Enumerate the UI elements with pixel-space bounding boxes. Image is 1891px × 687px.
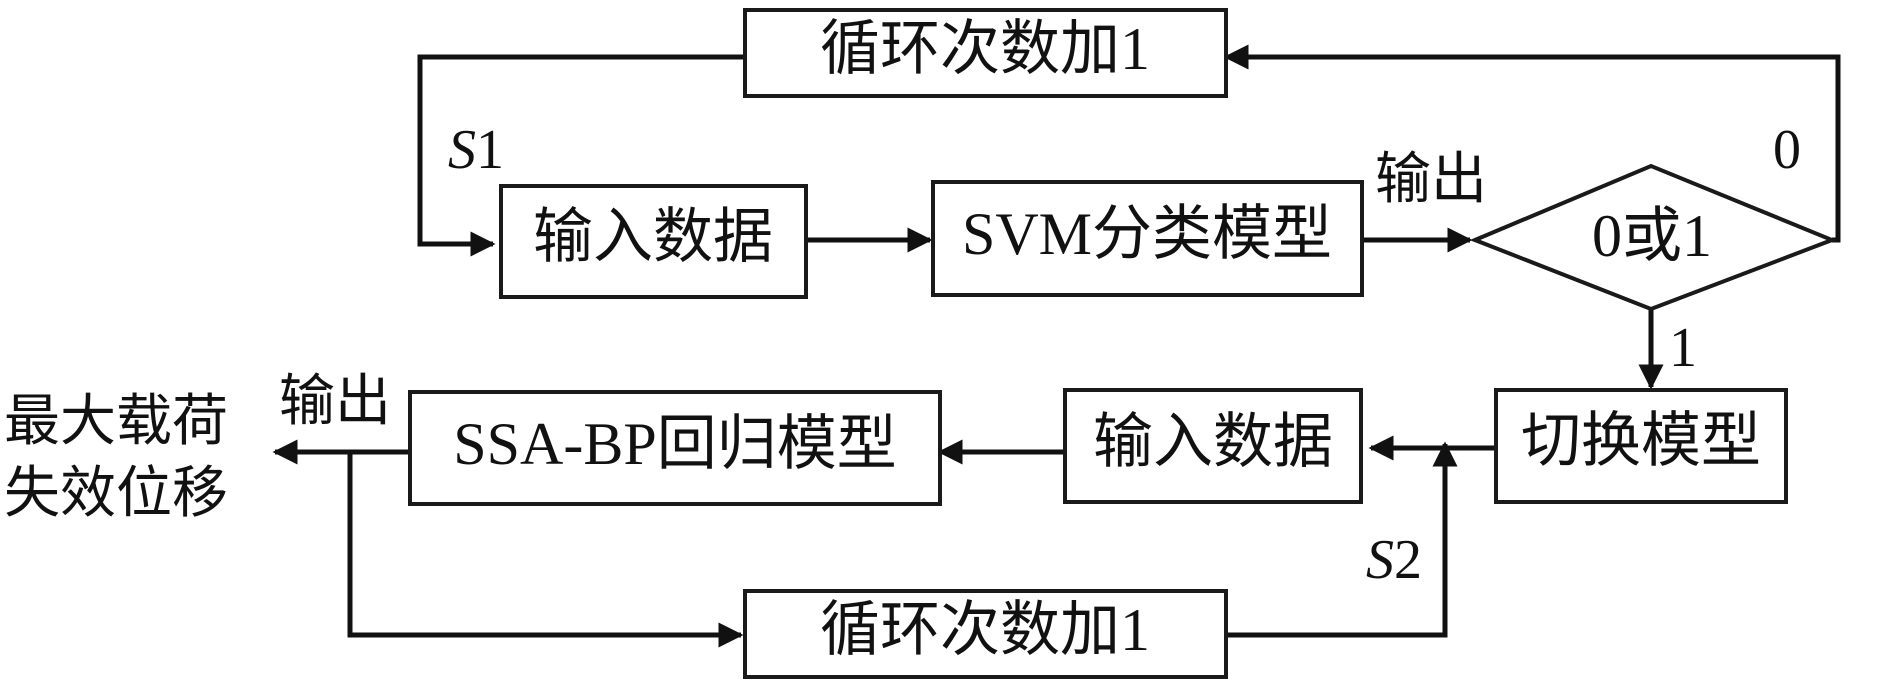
edge-loop-top-to-input bbox=[417, 54, 745, 257]
s2-number: 2 bbox=[1394, 529, 1422, 591]
svm-model-box: SVM分类模型 bbox=[931, 180, 1364, 297]
svm-model-label: SVM分类模型 bbox=[962, 201, 1332, 267]
zero-branch-label: 0 bbox=[1773, 119, 1801, 181]
input-data-top-box: 输入数据 bbox=[499, 184, 808, 299]
ssa-bp-model-box: SSA-BP回归模型 bbox=[408, 390, 942, 506]
switch-model-box: 切换模型 bbox=[1494, 388, 1788, 504]
result-line-1: 最大载荷 bbox=[4, 391, 228, 453]
s2-label: S2 bbox=[1366, 529, 1422, 591]
output-bottom-label: 输出 bbox=[279, 371, 391, 433]
input-data-bottom-box: 输入数据 bbox=[1063, 388, 1363, 504]
output-top-label: 输出 bbox=[1375, 149, 1487, 211]
edge-output-to-loop-bottom bbox=[347, 452, 744, 648]
input-data-bottom-label: 输入数据 bbox=[1093, 409, 1333, 475]
one-branch-label: 1 bbox=[1669, 317, 1697, 379]
s1-letter: S bbox=[448, 119, 476, 181]
s1-label: S1 bbox=[448, 119, 504, 181]
edge-loop-bottom-to-join bbox=[1226, 441, 1458, 638]
s1-number: 1 bbox=[476, 119, 504, 181]
loop-bottom-box: 循环次数加1 bbox=[743, 589, 1228, 679]
loop-top-label: 循环次数加1 bbox=[820, 16, 1150, 82]
ssa-bp-model-label: SSA-BP回归模型 bbox=[453, 411, 896, 477]
result-line-2: 失效位移 bbox=[4, 463, 228, 525]
switch-model-label: 切换模型 bbox=[1521, 408, 1761, 474]
decision-label: 0或1 bbox=[1592, 203, 1712, 269]
input-data-top-label: 输入数据 bbox=[533, 204, 773, 270]
decision-diamond: 0或1 bbox=[1469, 163, 1838, 312]
loop-bottom-label: 循环次数加1 bbox=[820, 597, 1150, 663]
loop-top-box: 循环次数加1 bbox=[743, 8, 1228, 98]
s2-letter: S bbox=[1366, 529, 1394, 591]
